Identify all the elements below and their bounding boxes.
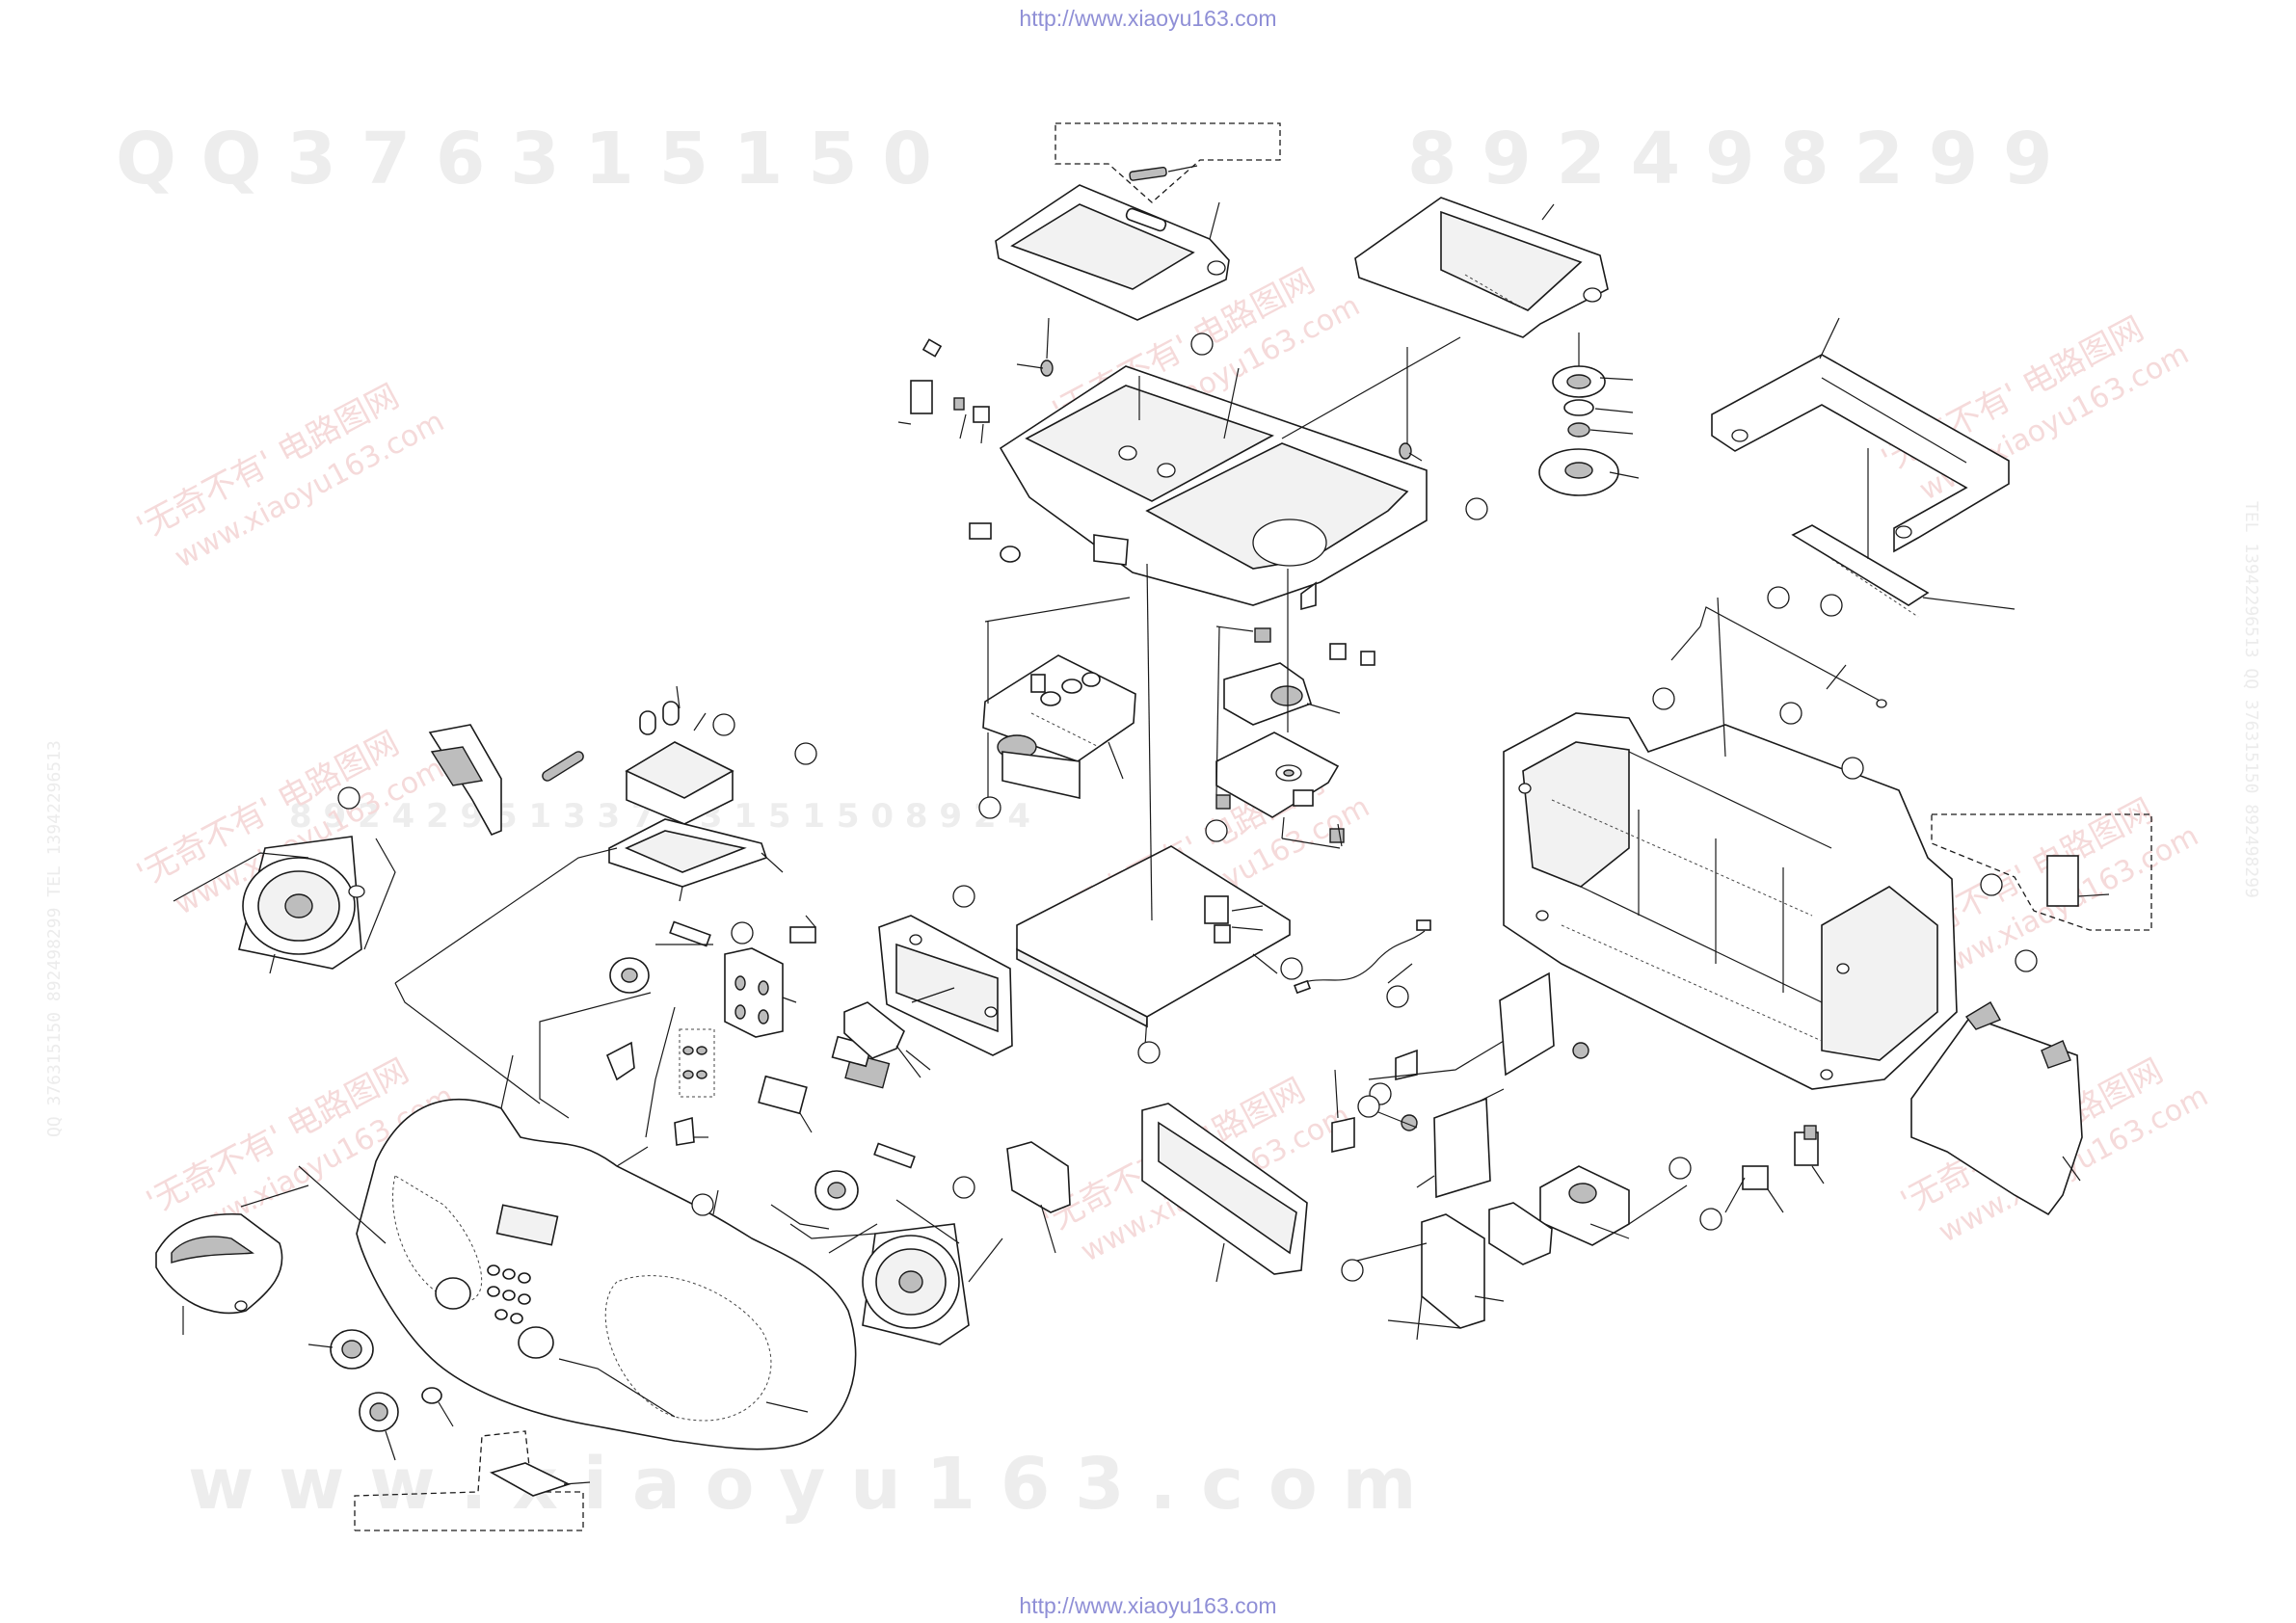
knobs-bottom [307,1329,454,1461]
cassette-window-panel [1141,1103,1308,1283]
battery-cover [1910,1001,2083,1216]
speaker-right [828,1199,1003,1345]
antenna-rod [1670,606,1887,708]
callout-box-bottom [354,1430,591,1531]
cassette-mechanism-frame [608,818,784,902]
cassette-keys [724,915,816,1038]
leader-lines-left [240,847,876,1244]
top-housing [999,336,1461,611]
cd-door-assembly [878,915,1013,1056]
sub-board-2 [1368,1097,1491,1199]
jack-connectors [1724,1125,1825,1213]
tuner-block [542,685,734,825]
watermark-qq: Q Q 3 7 6 3 1 5 1 5 0 [116,118,932,200]
housing-small-parts [897,317,1423,563]
callout-box-right [1931,813,2152,931]
cassette-window-frame [1006,1141,1071,1254]
cassette-lid [1354,197,1609,338]
carry-handle [1711,317,2016,618]
cd-motor-board [1215,569,1345,849]
cd-window-cover [155,1212,283,1335]
switch-contacts [605,1028,715,1146]
knob-right [814,1142,916,1211]
front-cabinet [356,1054,857,1450]
watermark-cn-3: '无奇不有' 电路图网 www.xiaoyu163.com [1875,309,2194,507]
cd-pcb-assembly [982,597,1136,805]
source-url-bottom: http://www.xiaoyu163.com [1019,1593,1277,1618]
callout-box-top [1055,122,1281,203]
cd-keys-board [843,1001,931,1078]
transformer [1539,1165,1688,1246]
rear-cabinet [1503,597,1958,1090]
watermark-vertical-right: TEL 13942296513 QQ 376315150 892498299 [2241,501,2261,898]
volume-knob-left [609,920,713,994]
ribbon-cable [428,724,502,837]
watermark-vertical-left: QQ 376315150 892498299 TEL 13942296513 [44,740,65,1137]
spindle-parts [1538,333,1640,496]
watermark-site: w w w . x i a o y u 1 6 3 . c o m [188,1443,1417,1526]
cd-pickup [1215,625,1375,726]
watermark-cn-1: '无奇不有' 电路图网 www.xiaoyu163.com [130,377,449,574]
speaker-left [173,836,396,974]
wire-harness [1294,919,1431,995]
watermark-phone: 8 9 2 4 9 8 2 9 9 [1407,118,2053,200]
cd-lid [995,184,1230,321]
reference-markers [337,333,2038,1282]
main-pcb [1016,563,1291,1047]
source-url-top: http://www.xiaoyu163.com [1019,6,1277,31]
bracket-assembly [1348,1202,1553,1341]
